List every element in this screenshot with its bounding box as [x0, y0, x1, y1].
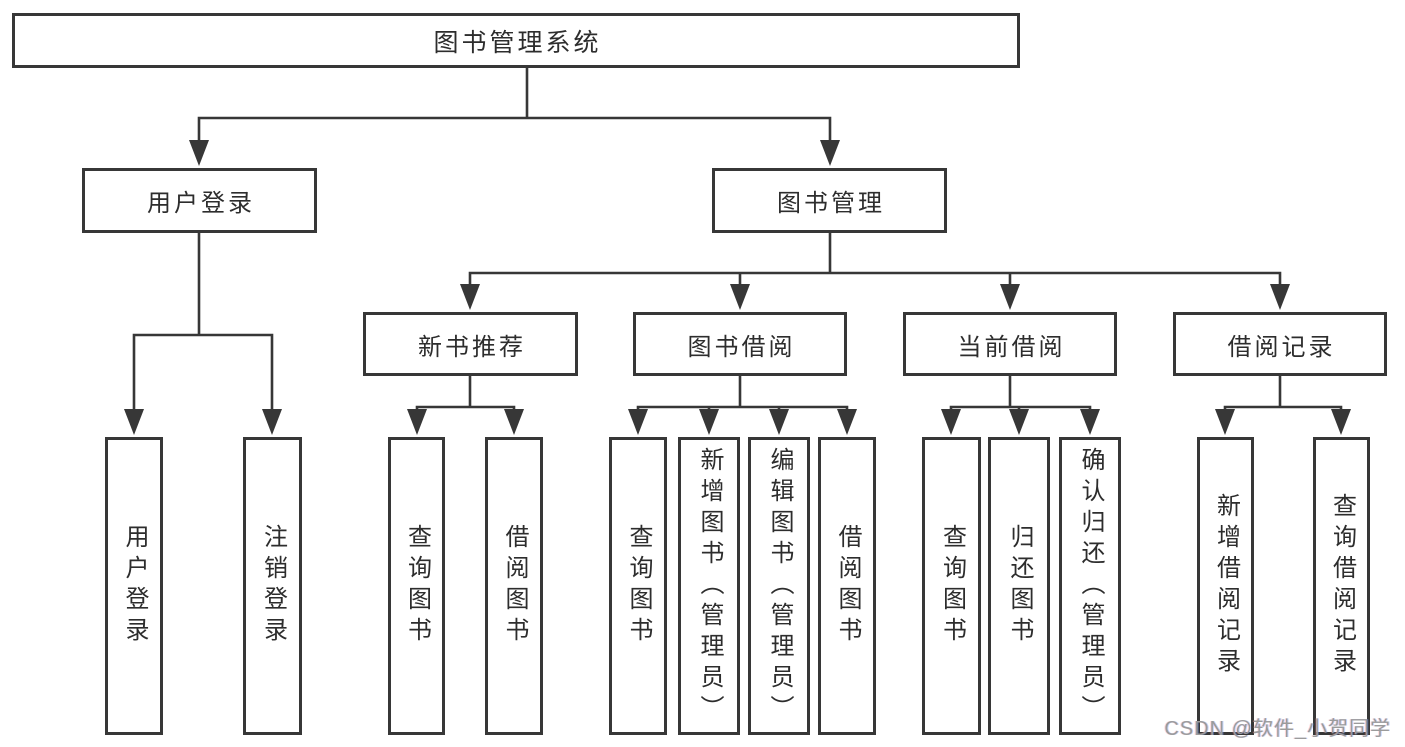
node-label: 新增图书（管理员） [696, 446, 723, 726]
node-label: 借阅记录 [1227, 333, 1336, 361]
node-user-login-group: 用户登录 [82, 168, 317, 233]
connector-fork-userlogin [132, 333, 274, 414]
node-label: 注销登录 [259, 524, 287, 648]
node-label: 查询图书 [938, 524, 966, 648]
leaf-bb-query-books: 查询图书 [609, 437, 667, 735]
arrowheads [124, 140, 1351, 435]
arrow-down-icon [124, 409, 144, 435]
connector-fork-nbr [415, 405, 516, 414]
arrow-down-icon [1215, 409, 1235, 435]
arrow-down-icon [189, 140, 209, 166]
arrow-down-icon [1270, 284, 1290, 310]
node-label: 查询图书 [403, 524, 431, 648]
arrow-down-icon [1331, 409, 1351, 435]
arrow-down-icon [941, 409, 961, 435]
leaf-bb-add-books: 新增图书（管理员） [678, 437, 740, 735]
leaf-br-add-record: 新增借阅记录 [1197, 437, 1254, 735]
leaf-cb-return-books: 归还图书 [988, 437, 1050, 735]
arrow-down-icon [1080, 409, 1100, 435]
arrow-down-icon [628, 409, 648, 435]
node-label: 新书推荐 [418, 333, 526, 361]
node-label: 图书借阅 [687, 333, 796, 361]
node-label: 用户登录 [147, 190, 255, 217]
arrow-down-icon [769, 409, 789, 435]
arrow-down-icon [1009, 409, 1029, 435]
node-borrowing-records: 借阅记录 [1173, 312, 1387, 376]
node-new-book-recommend: 新书推荐 [363, 312, 578, 376]
node-label: 查询借阅记录 [1328, 493, 1356, 679]
arrow-down-icon [1000, 284, 1020, 310]
node-book-management: 图书管理 [712, 168, 947, 233]
node-book-borrowing: 图书借阅 [633, 312, 847, 376]
node-library-system: 图书管理系统 [12, 13, 1020, 68]
node-label: 确认归还（管理员） [1077, 446, 1104, 726]
connector-fork-bookmgmt [468, 271, 1282, 289]
arrow-down-icon [460, 284, 480, 310]
node-label: 归还图书 [1006, 524, 1033, 648]
arrow-down-icon [699, 409, 719, 435]
arrow-down-icon [820, 140, 840, 166]
leaf-nbr-borrow-books: 借阅图书 [485, 437, 543, 735]
arrow-down-icon [407, 409, 427, 435]
leaf-bb-borrow-books: 借阅图书 [818, 437, 876, 735]
leaf-br-query-record: 查询借阅记录 [1313, 437, 1370, 735]
leaf-nbr-query-books: 查询图书 [388, 437, 445, 735]
leaf-cb-confirm-return: 确认归还（管理员） [1059, 437, 1121, 735]
connector-fork-br [1223, 405, 1343, 414]
node-label: 编辑图书（管理员） [766, 446, 793, 726]
arrow-down-icon [504, 409, 524, 435]
arrow-down-icon [262, 409, 282, 435]
leaf-user-login: 用户登录 [105, 437, 163, 735]
node-label: 借阅图书 [834, 524, 861, 648]
connector-fork-bb [636, 405, 849, 414]
node-label: 借阅图书 [501, 524, 528, 648]
arrow-down-icon [837, 409, 857, 435]
leaf-bb-edit-books: 编辑图书（管理员） [748, 437, 810, 735]
node-label: 图书管理 [777, 190, 885, 217]
node-label: 图书管理系统 [433, 28, 602, 57]
connector-fork-level1 [197, 116, 832, 150]
node-label: 用户登录 [121, 524, 148, 648]
node-label: 新增借阅记录 [1212, 493, 1240, 679]
leaf-cb-query-books: 查询图书 [922, 437, 981, 735]
arrow-down-icon [730, 284, 750, 310]
node-label: 查询图书 [625, 524, 652, 648]
csdn-watermark: CSDN @软件_小贺同学 [1164, 718, 1391, 740]
leaf-logout: 注销登录 [243, 437, 302, 735]
node-label: 当前借阅 [957, 333, 1066, 361]
node-current-borrowing: 当前借阅 [903, 312, 1117, 376]
